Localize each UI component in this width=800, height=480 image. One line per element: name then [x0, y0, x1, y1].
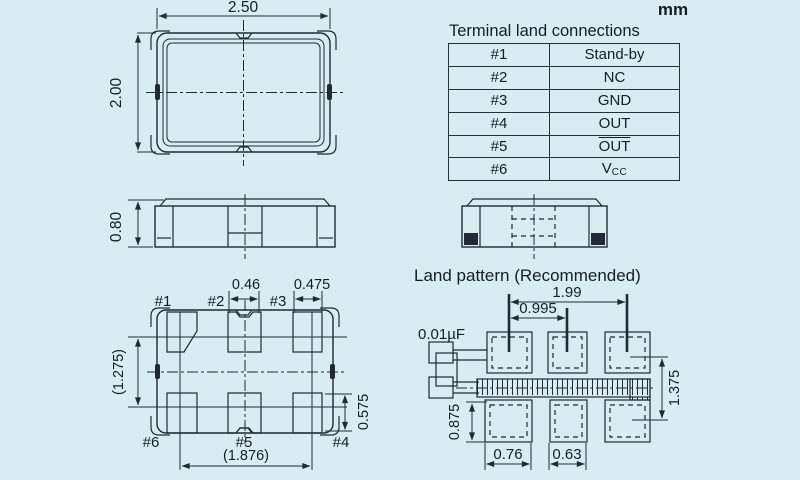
function-cell: OUT	[549, 111, 680, 136]
pad-span-dim: (1.876)	[223, 448, 269, 464]
pin-cell: #1	[448, 43, 550, 67]
table-row: #1 Stand-by	[448, 43, 680, 67]
top-view-width-dim: 2.50	[228, 0, 259, 16]
top-view-height-dim: 2.00	[108, 78, 125, 109]
pin-cell: #4	[448, 111, 550, 136]
land-pattern: Land pattern (Recommended) 0.01µF	[414, 266, 683, 470]
pad-label-2: #2	[208, 293, 225, 310]
pad-height-dim: 0.575	[356, 394, 372, 430]
table-row: #5 OUT	[448, 134, 680, 159]
function-cell: VCC	[549, 157, 680, 182]
lp-row-pitch-dim: 1.375	[667, 370, 683, 406]
table-row: #6 VCC	[448, 157, 680, 182]
land-pads	[484, 331, 651, 443]
terminal-table-title: Terminal land connections	[449, 22, 640, 40]
function-cell: OUT	[549, 134, 680, 159]
table-row: #2 NC	[448, 65, 680, 90]
pad2-width-dim: 0.46	[232, 277, 260, 293]
pad-label-1: #1	[155, 293, 172, 310]
table-row: #4 OUT	[448, 111, 680, 136]
decoupling-capacitor	[428, 341, 487, 399]
land-pattern-title: Land pattern (Recommended)	[414, 266, 641, 285]
row-pitch-dim: (1.275)	[111, 349, 127, 395]
terminal-table: #1 Stand-by #2 NC #3 GND #4 OUT #5 OUT #…	[448, 43, 680, 182]
pad-label-3: #3	[270, 293, 287, 310]
terminal-metallization-right	[591, 233, 605, 245]
side-view-height-dim: 0.80	[108, 212, 125, 243]
pin-cell: #2	[448, 65, 550, 90]
pad-label-4: #4	[333, 434, 350, 451]
pad3-width-dim: 0.475	[294, 277, 330, 293]
pad-label-6: #6	[143, 434, 160, 451]
function-cell: GND	[549, 88, 680, 113]
terminal-table-section: Terminal land connections #1 Stand-by #2…	[448, 21, 680, 182]
table-row: #3 GND	[448, 88, 680, 113]
package-side-view-end	[461, 194, 608, 259]
pin-cell: #6	[448, 157, 550, 182]
pin-cell: #5	[448, 134, 550, 159]
terminal-metallization-left	[464, 233, 478, 245]
outer-pitch-dim: 1.99	[552, 284, 581, 301]
capacitor-value-label: 0.01µF	[418, 326, 465, 343]
unit-label: mm	[657, 0, 689, 19]
side-castellation-left	[155, 84, 160, 100]
function-cell: NC	[549, 65, 680, 90]
pin-cell: #3	[448, 88, 550, 113]
package-side-view-front: 0.80	[108, 194, 336, 259]
function-cell: Stand-by	[549, 43, 680, 67]
adjacent-pitch-dim: 0.995	[519, 300, 557, 317]
lp-pad-height-dim: 0.875	[447, 404, 463, 440]
package-bottom-view: #1 #2 #3 #4 #5 #6 0.46 0.475 (1.275)	[111, 277, 372, 470]
lp-pad-a-width-dim: 0.76	[493, 446, 522, 463]
pad-label-5: #5	[236, 434, 253, 451]
lp-pad-b-width-dim: 0.63	[552, 446, 581, 463]
package-top-view: 2.50 2.00	[108, 0, 343, 166]
ground-trace-stub	[629, 378, 651, 401]
bottom-view-pads	[166, 311, 323, 434]
